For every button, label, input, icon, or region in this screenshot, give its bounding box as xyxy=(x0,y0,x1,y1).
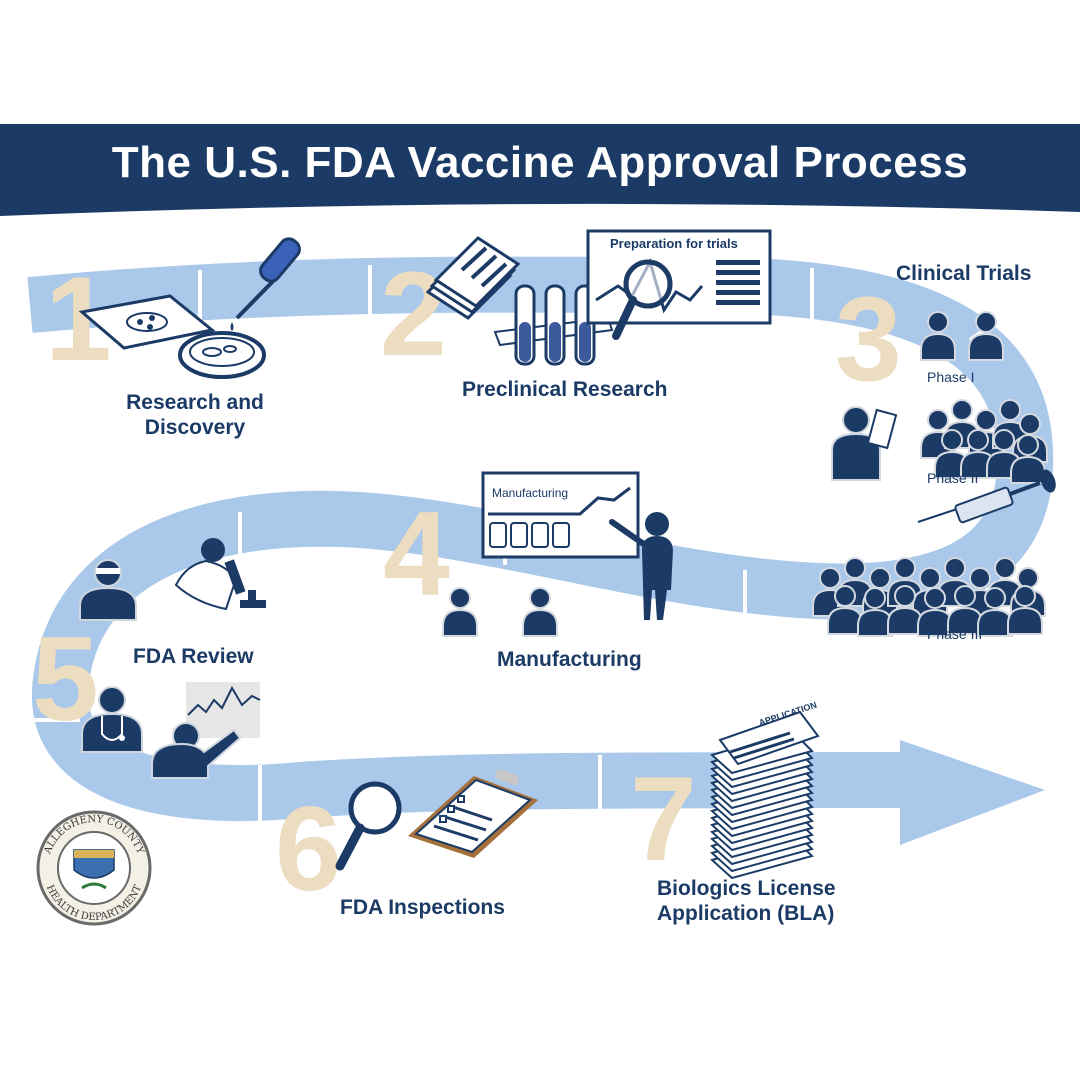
preparation-board-title: Preparation for trials xyxy=(610,236,738,251)
step-7-label: Biologics License Application (BLA) xyxy=(657,876,836,926)
step-1-label-line2: Discovery xyxy=(90,415,300,440)
petri-dish-icon xyxy=(180,333,264,377)
step-7-label-line1: Biologics License xyxy=(657,876,836,901)
manufacturing-board: Manufacturing xyxy=(483,473,638,557)
preparation-board: Preparation for trials xyxy=(588,231,770,323)
step-6-label: FDA Inspections xyxy=(340,895,505,920)
application-stack-icon: APPLICATION xyxy=(712,700,818,878)
phase-3-label: Phase III xyxy=(927,626,982,642)
step-number-3: 3 xyxy=(835,272,902,406)
step-3-label: Clinical Trials xyxy=(896,261,1031,286)
step-5-label: FDA Review xyxy=(133,644,254,669)
manufacturing-board-title: Manufacturing xyxy=(492,486,568,500)
person-icon xyxy=(523,588,557,636)
clipboard-person-icon xyxy=(832,407,896,480)
step-number-2: 2 xyxy=(380,247,447,381)
step-7-label-line2: Application (BLA) xyxy=(657,901,836,926)
step-1-label: Research and Discovery xyxy=(90,390,300,440)
allegheny-county-seal: ALLEGHENY COUNTY HEALTH DEPARTMENT xyxy=(38,812,150,924)
step-2-label: Preclinical Research xyxy=(462,377,667,402)
step-4-label: Manufacturing xyxy=(497,647,642,672)
step-1-label-line1: Research and xyxy=(90,390,300,415)
phase-1-label: Phase I xyxy=(927,369,974,385)
step-number-6: 6 xyxy=(275,782,342,916)
step-number-7: 7 xyxy=(630,752,697,886)
step-number-4: 4 xyxy=(383,487,450,621)
phase-2-label: Phase II xyxy=(927,470,978,486)
